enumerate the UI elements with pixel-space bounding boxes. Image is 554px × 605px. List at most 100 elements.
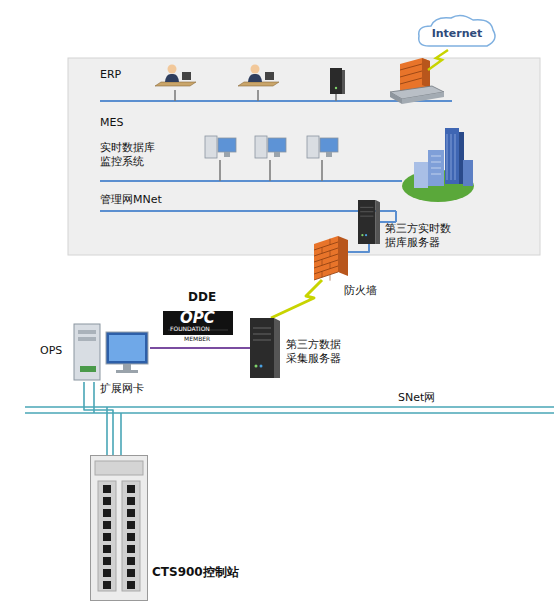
snet-bus xyxy=(25,406,554,408)
node-label: 扩展网卡 xyxy=(100,382,144,396)
node-label: 防火墙 xyxy=(344,284,377,298)
realtime-db-server xyxy=(358,200,376,244)
snet-drop xyxy=(93,382,95,413)
erp-server-icon xyxy=(335,94,337,101)
workstation-icon xyxy=(255,136,286,181)
realtime-db-server xyxy=(360,207,373,208)
cts900-control-station xyxy=(127,485,135,493)
workstation-icon xyxy=(268,138,286,152)
node-label: ERP xyxy=(100,68,121,82)
enterprise-city-icon xyxy=(402,128,474,202)
cts900-control-station xyxy=(127,509,135,517)
cts900-control-station xyxy=(103,485,111,493)
cts900-control-station xyxy=(127,545,135,553)
operator-icon xyxy=(257,90,259,101)
protocol-label: DDE xyxy=(188,290,216,304)
firewall xyxy=(338,236,348,276)
data-acquisition-server xyxy=(260,365,263,368)
ops-station xyxy=(78,337,96,341)
network-panel: ERPMES实时数据库 监控系统管理网MNet第三方实时数 据库服务器 xyxy=(68,58,540,255)
operator-icon xyxy=(174,90,176,101)
erp-server-icon xyxy=(330,68,345,101)
realtime-db-server xyxy=(361,234,363,236)
connector xyxy=(150,347,250,349)
workstation-icon xyxy=(255,136,267,158)
cts900-control-station xyxy=(127,497,135,505)
firewall xyxy=(330,251,331,257)
workstation-icon xyxy=(205,136,217,158)
mes-bus xyxy=(100,180,402,182)
firewall xyxy=(314,236,338,280)
node-label: 第三方实时数 据库服务器 xyxy=(385,222,455,250)
firewall xyxy=(330,275,331,281)
ops-station xyxy=(106,332,148,364)
enterprise-city-icon xyxy=(445,128,459,184)
node-label: OPS xyxy=(40,344,62,358)
router-firewall-icon xyxy=(422,58,430,88)
cts900-control-station xyxy=(127,521,135,529)
cts900-control-station xyxy=(103,509,111,517)
opc-logo xyxy=(163,311,233,335)
realtime-db-server xyxy=(376,200,380,244)
workstation-icon xyxy=(320,138,338,152)
internet-cloud xyxy=(419,15,495,46)
operator-icon xyxy=(265,72,274,80)
enterprise-city-icon xyxy=(447,134,455,180)
cts900-control-station xyxy=(127,533,135,541)
enterprise-city-icon xyxy=(414,162,428,188)
workstation-icon xyxy=(326,152,332,157)
operator-icon xyxy=(165,74,179,82)
workstation-icon xyxy=(269,160,271,181)
erp-server-icon xyxy=(342,70,345,94)
operator-icon xyxy=(168,65,177,74)
logo-text: MEMBER xyxy=(184,336,210,343)
operator-icon xyxy=(155,82,196,86)
snet-bus xyxy=(25,412,554,414)
workstation-icon xyxy=(218,138,236,152)
cts900-control-station xyxy=(103,557,111,565)
enterprise-city-icon xyxy=(463,160,473,186)
operator-icon xyxy=(238,65,279,102)
operator-icon xyxy=(155,65,196,102)
network-label: SNet网 xyxy=(398,391,435,404)
workstation-icon xyxy=(307,136,319,158)
workstation-icon xyxy=(307,136,338,181)
cts900-control-station xyxy=(103,497,111,505)
firewall xyxy=(330,263,331,269)
cts900-control-station xyxy=(103,533,111,541)
workstation-icon xyxy=(205,136,236,181)
firewall xyxy=(314,236,348,280)
cts900-control-station xyxy=(103,581,111,589)
logo-text: FOUNDATION xyxy=(170,326,210,333)
connector xyxy=(348,244,369,252)
data-acquisition-server: 第三方数据 采集服务器 xyxy=(250,318,280,378)
cts900-control-station xyxy=(103,545,111,553)
node-label: MES xyxy=(100,116,123,130)
firewall xyxy=(314,272,338,280)
firewall: 防火墙 xyxy=(314,236,348,280)
connector xyxy=(271,280,322,318)
ops-station: OPS扩展网卡 xyxy=(74,322,150,382)
ops-station xyxy=(78,330,96,334)
cts900-control-station xyxy=(103,521,111,529)
cts900-control-station xyxy=(95,461,143,475)
operator-icon xyxy=(238,82,279,86)
panel-ground xyxy=(68,58,540,255)
ops-station xyxy=(74,324,100,380)
realtime-db-server: 第三方实时数 据库服务器 xyxy=(358,200,380,244)
cts900-control-station xyxy=(103,569,111,577)
mnet-bus xyxy=(100,210,396,212)
snet-drop xyxy=(120,413,122,455)
realtime-db-server xyxy=(360,216,373,217)
cts900-control-station xyxy=(127,569,135,577)
firewall xyxy=(322,247,323,253)
ops-station xyxy=(74,322,150,382)
cts900-control-station: CTS900控制站 xyxy=(90,455,148,601)
ops-station xyxy=(80,366,96,372)
workstation-icon xyxy=(219,160,221,181)
erp-server-icon xyxy=(330,68,342,94)
cts900-control-station xyxy=(127,581,135,589)
cts900-control-station xyxy=(90,455,148,601)
operator-icon xyxy=(248,74,262,82)
